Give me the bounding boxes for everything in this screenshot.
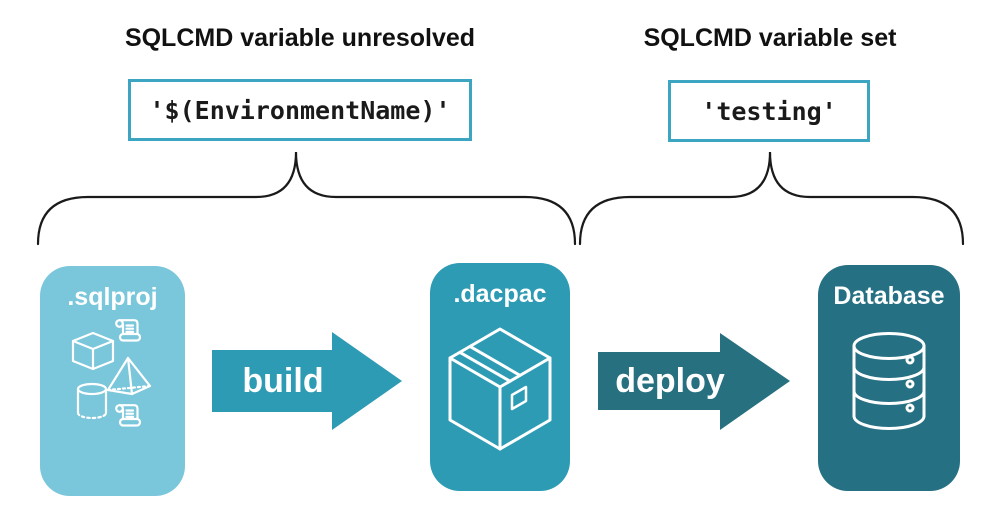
heading-variable-unresolved: SQLCMD variable unresolved xyxy=(124,24,476,52)
code-box-environment-name: '$(EnvironmentName)' xyxy=(128,79,472,141)
heading-variable-set: SQLCMD variable set xyxy=(643,24,897,52)
node-database: Database xyxy=(818,265,960,491)
code-box-testing: 'testing' xyxy=(668,80,870,142)
node-dacpac: .dacpac xyxy=(430,263,570,491)
build-arrow-label: build xyxy=(242,361,324,400)
node-sqlproj: .sqlproj xyxy=(40,266,185,496)
node-database-label: Database xyxy=(833,282,945,310)
database-icon xyxy=(852,332,926,430)
node-sqlproj-label: .sqlproj xyxy=(67,283,158,311)
code-value-unresolved: '$(EnvironmentName)' xyxy=(149,95,451,125)
deploy-arrow: deploy xyxy=(598,333,790,430)
left-curly-brace xyxy=(36,151,577,246)
right-curly-brace xyxy=(578,151,965,246)
build-arrow: build xyxy=(212,332,402,430)
sql-objects-icon xyxy=(71,319,152,427)
deploy-arrow-label: deploy xyxy=(615,362,725,400)
package-icon xyxy=(448,327,552,451)
node-dacpac-label: .dacpac xyxy=(453,280,547,308)
code-value-set: 'testing' xyxy=(701,96,837,126)
